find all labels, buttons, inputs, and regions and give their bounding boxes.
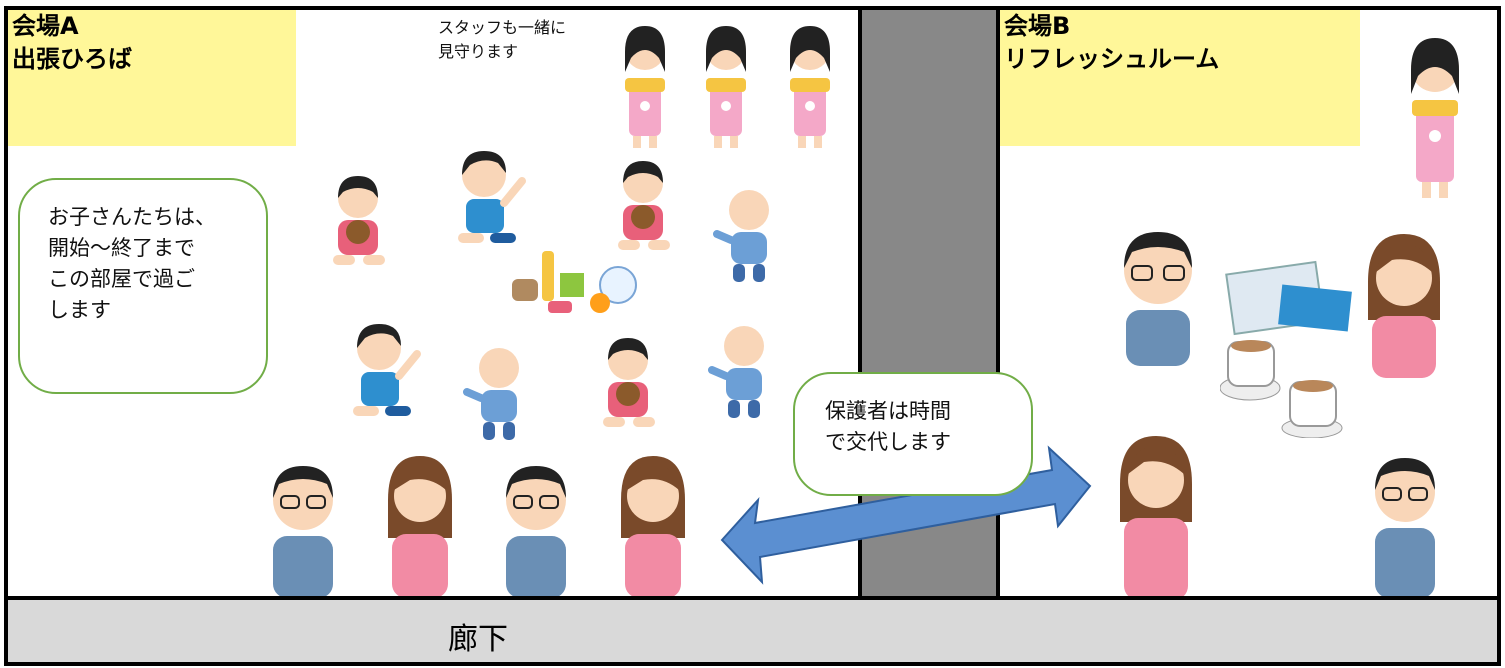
children-note-line-3: この部屋で過ご	[48, 267, 195, 291]
venue-a-label: 会場A 出張ひろば	[8, 10, 296, 146]
mother-illustration	[1120, 436, 1192, 596]
mother-illustration	[1368, 234, 1440, 378]
venue-a-room: 会場A 出張ひろば スタッフも一緒に 見守ります お子さんたちは、 開始～終了ま…	[4, 6, 862, 600]
children-note-line-1: お子さんたちは、	[48, 205, 216, 229]
swap-note: 保護者は時間 で交代します	[793, 372, 1033, 496]
swap-note-line-2: で交代します	[825, 430, 951, 454]
mother-illustration	[621, 456, 685, 596]
venue-b-name: 会場B	[1004, 12, 1071, 40]
child-illustration	[333, 176, 385, 265]
children-note-line-4: します	[48, 298, 111, 322]
venue-b-subtitle: リフレッシュルーム	[1004, 45, 1220, 73]
baby-illustration	[463, 348, 519, 440]
child-illustration	[458, 151, 526, 243]
child-illustration	[618, 161, 670, 250]
baby-illustration	[713, 190, 769, 282]
staff-note: スタッフも一緒に 見守ります	[438, 16, 566, 64]
baby-illustration	[708, 326, 764, 418]
father-illustration	[273, 466, 333, 596]
venue-b-room: 会場B リフレッシュルーム	[996, 6, 1501, 600]
children-note: お子さんたちは、 開始～終了まで この部屋で過ご します	[18, 178, 268, 394]
father-illustration	[506, 466, 566, 596]
mother-illustration	[388, 456, 452, 596]
staff-illustration	[625, 26, 665, 148]
swap-note-line-1: 保護者は時間	[825, 399, 951, 423]
child-illustration	[353, 324, 421, 416]
children-note-line-2: 開始～終了まで	[48, 236, 195, 260]
father-illustration	[1124, 232, 1192, 366]
venue-a-name: 会場A	[12, 12, 79, 40]
child-illustration	[603, 338, 655, 427]
staff-illustration	[706, 26, 746, 148]
staff-illustration	[1411, 38, 1459, 198]
staff-illustration	[790, 26, 830, 148]
venue-b-label: 会場B リフレッシュルーム	[1000, 10, 1360, 146]
staff-note-line-1: スタッフも一緒に	[438, 18, 567, 37]
coffee-and-brochures-illustration	[1220, 260, 1352, 438]
hallway-label: 廊下	[448, 622, 508, 657]
staff-note-line-2: 見守ります	[438, 42, 519, 61]
toys-illustration	[512, 251, 637, 313]
father-illustration	[1375, 458, 1435, 596]
venue-a-subtitle: 出張ひろば	[12, 45, 132, 73]
hallway: 廊下	[4, 596, 1501, 666]
